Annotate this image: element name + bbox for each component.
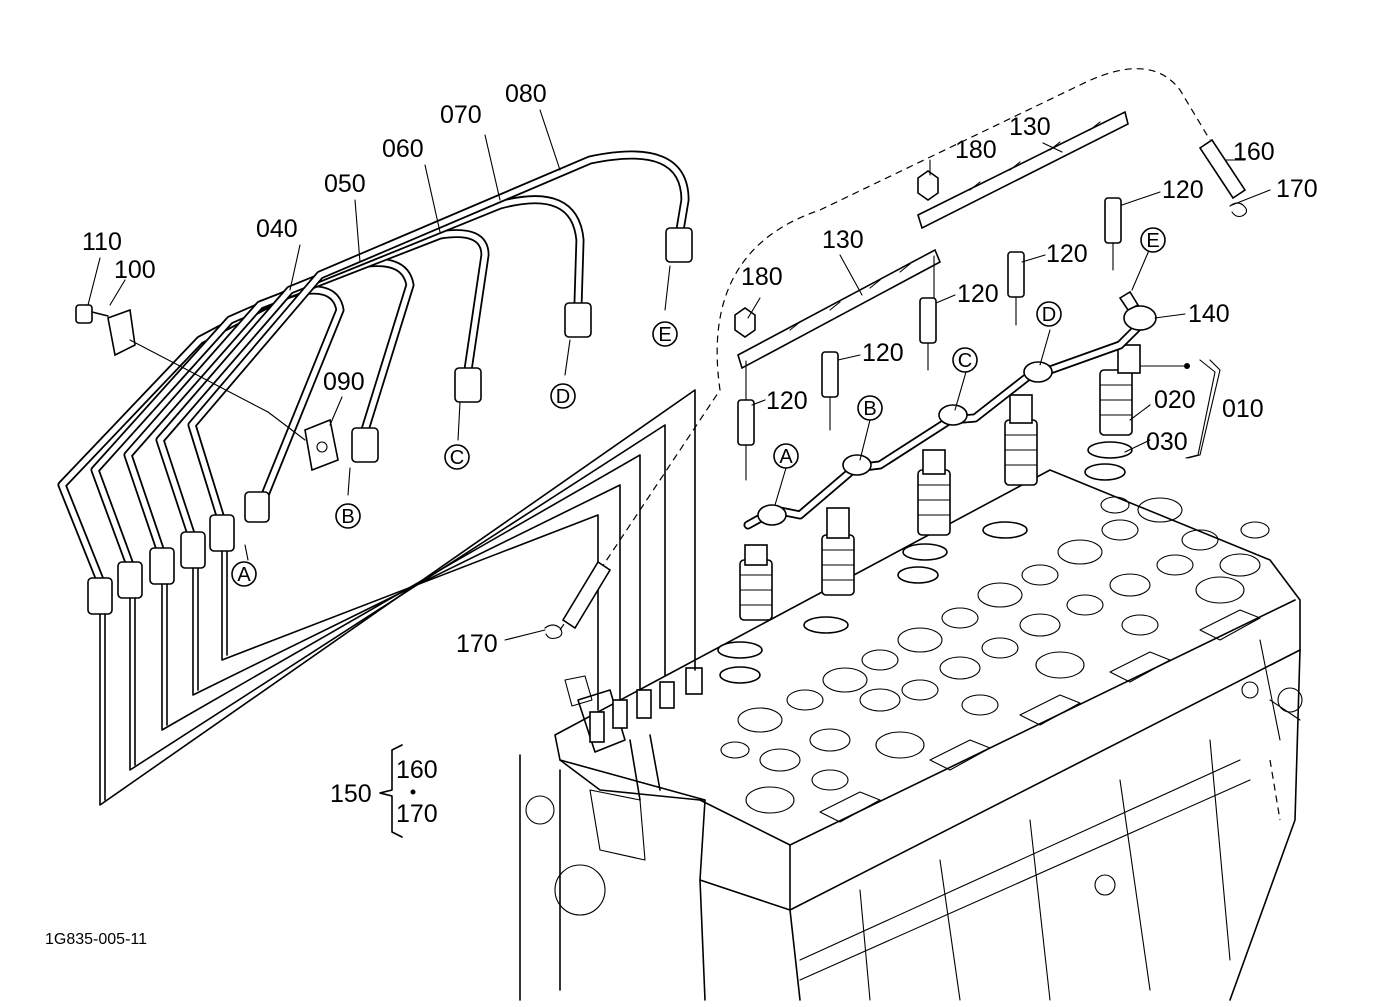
label-170-lower: 170: [456, 630, 498, 658]
part-labels: 110 100 040 050 060 070 080 090 130 130 …: [82, 80, 1318, 828]
overflow-pipe-lower: [561, 560, 612, 630]
label-030: 030: [1146, 428, 1188, 456]
label-020: 020: [1154, 386, 1196, 414]
bracket-010: [1185, 359, 1216, 459]
label-040: 040: [256, 215, 298, 243]
connector-plates: [737, 110, 1129, 401]
label-100: 100: [114, 256, 156, 284]
leader-dot: [1184, 363, 1190, 369]
label-050: 050: [324, 170, 366, 198]
ref-d-pipe: D: [556, 386, 570, 408]
nozzle-holders: [717, 344, 1141, 684]
kit-dot: [410, 789, 416, 795]
label-150: 150: [330, 780, 372, 808]
nut-icon: [734, 170, 939, 338]
cylinder-head: [519, 469, 1303, 1001]
ref-e-leak: E: [1146, 230, 1159, 252]
label-110: 110: [82, 228, 122, 256]
label-120-4: 120: [1046, 240, 1088, 268]
label-120-3: 120: [957, 280, 999, 308]
kit-bracket: [379, 744, 403, 838]
label-170-upper: 170: [1276, 175, 1318, 203]
label-130-upper: 130: [1009, 113, 1051, 141]
label-120-1: 120: [766, 387, 808, 415]
ref-b-leak: B: [863, 398, 876, 420]
overflow-pipe-upper: [1198, 138, 1247, 200]
label-140: 140: [1188, 300, 1230, 328]
label-060: 060: [382, 135, 424, 163]
ref-markers: A B C D E A B C D E: [231, 227, 1166, 587]
ref-c-leak: C: [958, 350, 972, 372]
label-180-upper: 180: [955, 136, 997, 164]
label-120-5: 120: [1162, 176, 1204, 204]
label-kit-170: 170: [396, 800, 438, 828]
ref-a-pipe: A: [237, 564, 251, 586]
ref-a-leak: A: [779, 446, 793, 468]
drawing-code: 1G835-005-11: [45, 931, 147, 948]
ref-c-pipe: C: [450, 447, 464, 469]
leader-lines: [87, 109, 1271, 641]
ref-d-leak: D: [1042, 304, 1056, 326]
label-080: 080: [505, 80, 547, 108]
pipe-nuts-injector: [351, 227, 693, 463]
ref-b-pipe: B: [341, 506, 354, 528]
ref-e-pipe: E: [658, 324, 671, 346]
overflow-pipe-140: [743, 290, 1157, 530]
label-120-2: 120: [862, 339, 904, 367]
label-kit-160: 160: [396, 756, 438, 784]
label-010: 010: [1222, 395, 1264, 423]
bolt-icon: [75, 304, 109, 324]
label-090: 090: [323, 368, 365, 396]
injection-pipes: [57, 150, 696, 806]
pipe-nuts-left: [87, 491, 270, 615]
label-130-lower: 130: [822, 226, 864, 254]
label-070: 070: [440, 101, 482, 129]
injection-pump-outlets: [564, 667, 703, 801]
label-180-lower: 180: [741, 263, 783, 291]
label-160-upper: 160: [1233, 138, 1275, 166]
